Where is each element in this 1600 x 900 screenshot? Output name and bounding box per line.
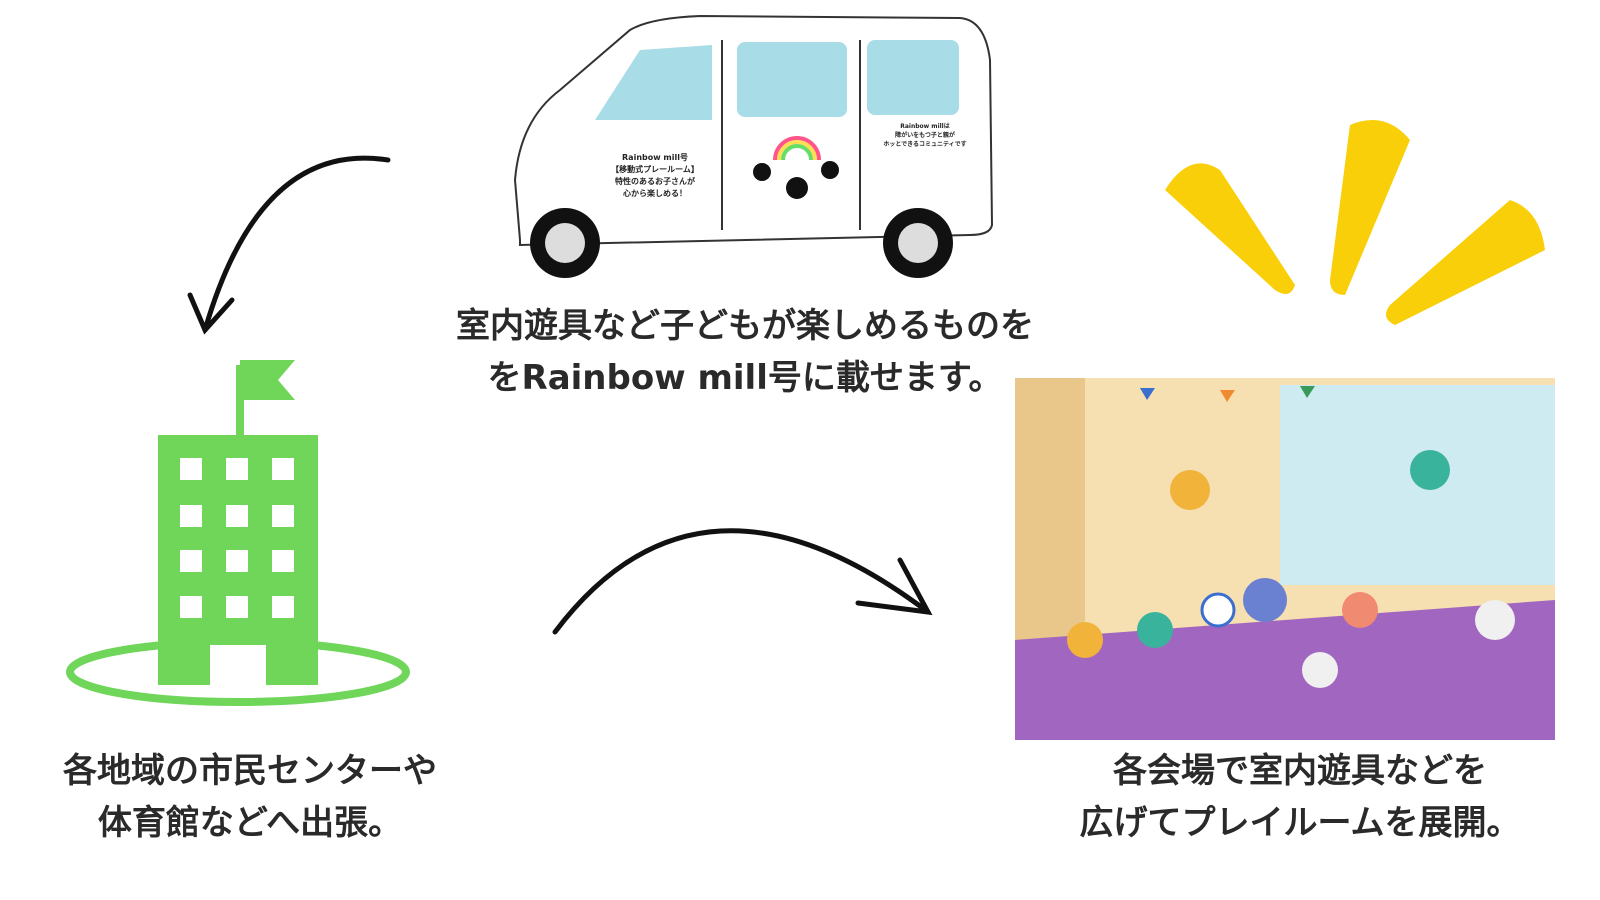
van-text-right: Rainbow millは [900,123,949,130]
van-text-left: Rainbow mill号 [622,153,688,162]
arrow-icon [187,155,933,635]
caption-top-line-2: をRainbow mill号に載せます。 [487,358,1003,398]
caption-left-line-1: 各地域の市民センターや [63,751,437,791]
caption-right-line-2: 広げてプレイルームを展開。 [1079,803,1521,843]
caption-top-line-1: 室内遊具など子どもが楽しめるものを [456,306,1034,346]
sparkle-icon [1165,120,1545,325]
playroom-illustration [1015,378,1555,740]
caption-left-line-2: 体育館などへ出張。 [97,803,403,843]
svg-text:Rainbow millは障がいをもつ子と親がホッとできるコ: Rainbow millは障がいをもつ子と親がホッとできるコミュニティです [883,123,966,148]
caption-right: 各会場で室内遊具などを 広げてプレイルームを展開。 [1040,745,1560,849]
svg-text:Rainbow mill号【移動式プレールーム】特性のあるお: Rainbow mill号【移動式プレールーム】特性のあるお子さんが心から楽しめ… [611,153,699,198]
building-icon [66,360,410,706]
caption-top: 室内遊具など子どもが楽しめるものを をRainbow mill号に載せます。 [420,300,1070,404]
caption-left: 各地域の市民センターや 体育館などへ出張。 [10,745,490,849]
caption-right-line-1: 各会場で室内遊具などを [1113,751,1487,791]
van-illustration: Rainbow mill号【移動式プレールーム】特性のあるお子さんが心から楽しめ… [513,14,994,278]
